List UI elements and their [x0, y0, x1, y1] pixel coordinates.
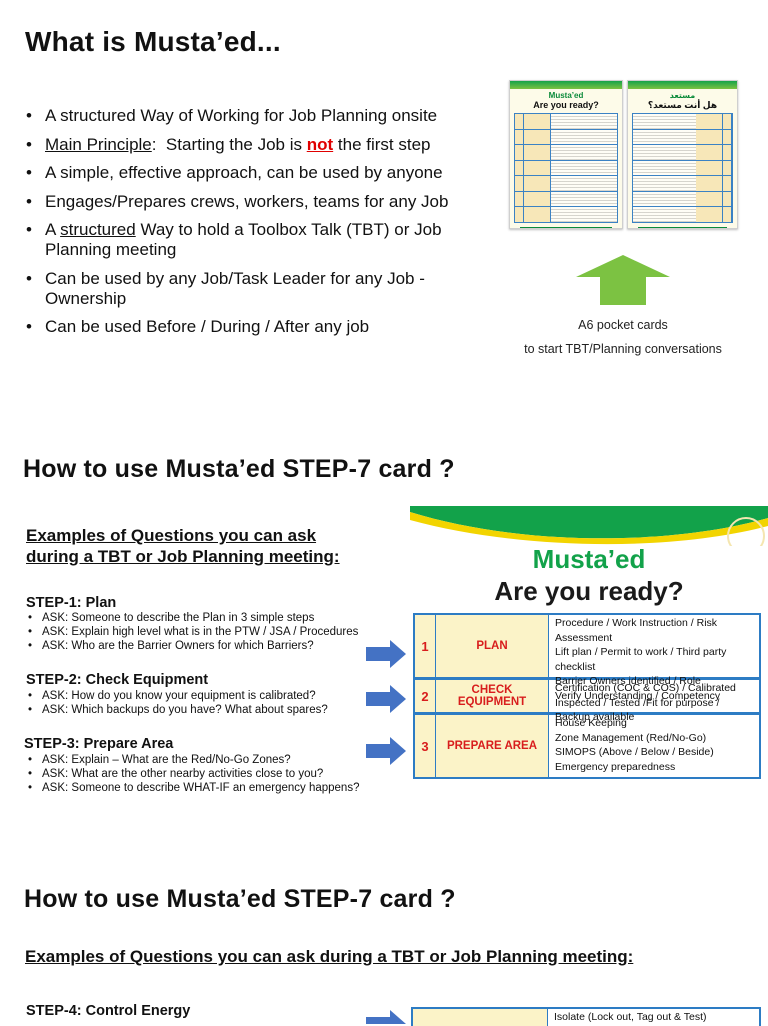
bullet-item: Can be used by any Job/Task Leader for a…	[24, 269, 464, 309]
card-row-label: PLAN	[436, 615, 549, 677]
ask-item: ASK: Someone to describe WHAT-IF an emer…	[26, 782, 359, 796]
main-principle-label: Main Principle	[45, 134, 152, 154]
step4-label: STEP-4: Control Energy	[26, 1003, 191, 1019]
pocket-card-title: Musta’ed	[548, 91, 584, 100]
card-row-description: House Keeping Zone Management (Red/No-Go…	[555, 717, 714, 773]
pocket-card-subtitle: Are you ready?	[533, 100, 599, 110]
section1-title: What is Musta’ed...	[25, 26, 281, 57]
caption-line2: to start TBT/Planning conversations	[524, 342, 722, 356]
step3-ask-list: ASK: Explain – What are the Red/No-Go Zo…	[26, 754, 359, 795]
step1-ask-list: ASK: Someone to describe the Plan in 3 s…	[26, 612, 358, 653]
pocket-card-subtitle-arabic: هل أنت مستعد؟	[647, 100, 718, 110]
step2-label: STEP-2: Check Equipment	[26, 672, 209, 688]
not-emphasis: not	[306, 134, 334, 154]
structured-emphasis: structured	[60, 220, 136, 239]
card-row-description: Isolate (Lock out, Tag out & Test)	[554, 1011, 707, 1023]
card-row-check-equipment: 2 CHECK EQUIPMENT Certification (COC & C…	[415, 680, 759, 724]
card-row-label: PREPARE AREA	[436, 715, 549, 777]
ask-item: ASK: Someone to describe the Plan in 3 s…	[26, 612, 358, 626]
ask-item: ASK: How do you know your equipment is c…	[26, 690, 328, 704]
card-title: Musta’ed	[532, 544, 646, 574]
bullet-item: Engages/Prepares crews, workers, teams f…	[24, 192, 464, 212]
card-row-number: 1	[415, 615, 436, 677]
caption-line1: A6 pocket cards	[578, 318, 668, 332]
step3-label: STEP-3: Prepare Area	[24, 736, 174, 752]
blue-right-arrow-icon	[366, 1010, 406, 1024]
ask-item: ASK: Explain high level what is in the P…	[26, 626, 358, 640]
blue-right-arrow-icon	[366, 640, 406, 668]
card-step-table: 1 PLAN Procedure / Work Instruction / Ri…	[413, 613, 761, 779]
ask-item: ASK: Explain – What are the Red/No-Go Zo…	[26, 754, 359, 768]
card-subtitle: Are you ready?	[494, 576, 684, 606]
section2-title: How to use Musta’ed STEP-7 card ?	[23, 455, 455, 483]
card-row-description: Procedure / Work Instruction / Risk Asse…	[555, 617, 727, 702]
ask-item: ASK: Which backups do you have? What abo…	[26, 704, 328, 718]
bullet-item: A structured Way of Working for Job Plan…	[24, 106, 464, 126]
card-row-description: Certification (COC & COS) / Calibrated I…	[555, 682, 736, 724]
pocket-card-arabic: مستعد هل أنت مستعد؟	[627, 80, 738, 229]
pocket-card-english: Musta’ed Are you ready?	[509, 80, 623, 229]
card-row-plan: 1 PLAN Procedure / Work Instruction / Ri…	[415, 615, 759, 702]
card-row-number: 3	[415, 715, 436, 777]
card-row-number: 2	[415, 680, 436, 712]
card-green-swoosh	[410, 506, 768, 546]
card-row-label: CHECK EQUIPMENT	[436, 680, 549, 712]
section1-bullet-list: A structured Way of Working for Job Plan…	[24, 106, 464, 346]
bullet-item: Main Principle: Starting the Job is not …	[24, 135, 464, 155]
green-up-arrow-icon	[576, 255, 670, 305]
bullet-item: A structured Way to hold a Toolbox Talk …	[24, 220, 464, 260]
card-step-table-partial: Isolate (Lock out, Tag out & Test)	[411, 1007, 761, 1026]
bullet-item: A simple, effective approach, can be use…	[24, 163, 464, 183]
ask-item: ASK: What are the other nearby activitie…	[26, 768, 359, 782]
card-row-prepare-area: 3 PREPARE AREA House Keeping Zone Manage…	[415, 715, 759, 777]
ask-item: ASK: Who are the Barrier Owners for whic…	[26, 640, 358, 654]
blue-right-arrow-icon	[366, 685, 406, 713]
step1-label: STEP-1: Plan	[26, 595, 117, 611]
blue-right-arrow-icon	[366, 737, 406, 765]
bullet-item: Can be used Before / During / After any …	[24, 317, 464, 337]
pocket-card-title-arabic: مستعد	[669, 91, 696, 100]
step2-ask-list: ASK: How do you know your equipment is c…	[26, 690, 328, 718]
section2-subheading: Examples of Questions you can ask during…	[26, 526, 340, 566]
section3-subheading: Examples of Questions you can ask during…	[25, 947, 634, 966]
section3-title: How to use Musta’ed STEP-7 card ?	[24, 885, 456, 913]
